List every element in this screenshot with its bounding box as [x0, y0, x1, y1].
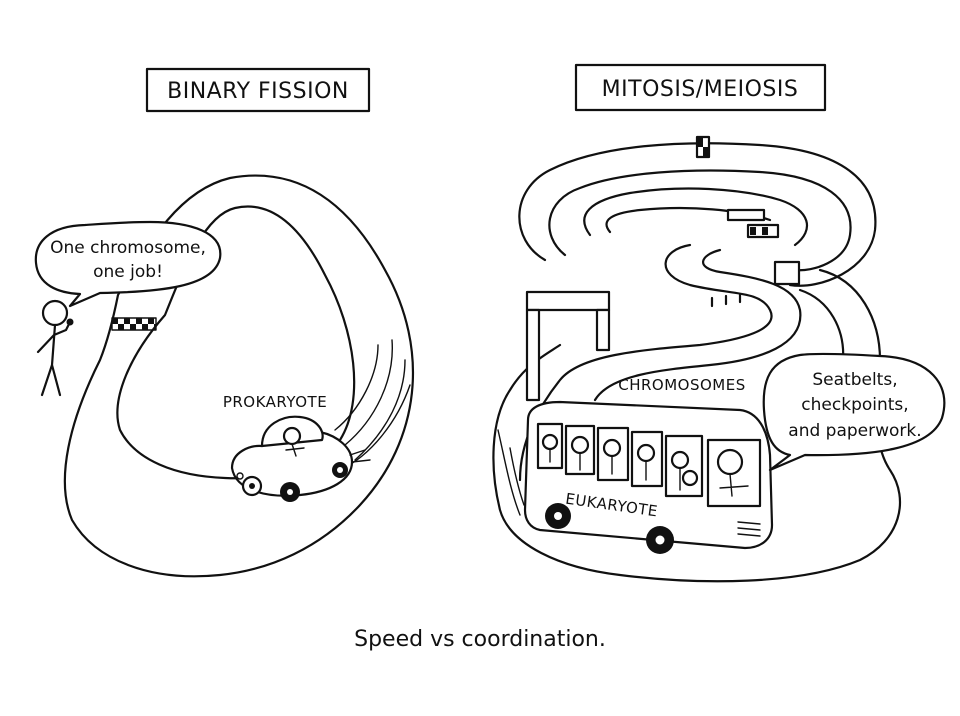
driver-head	[282, 426, 302, 446]
motion-line	[497, 429, 521, 516]
title-box	[145, 67, 371, 113]
driver-body	[285, 443, 305, 457]
track-spiral	[583, 187, 808, 247]
bubble-line-2: checkpoints,	[801, 395, 908, 415]
speed-line	[344, 339, 393, 446]
driver-icon	[716, 448, 744, 476]
bubble-line-2: one job!	[93, 262, 163, 282]
race-car-icon	[230, 415, 371, 502]
passenger-icon	[670, 450, 690, 470]
checkpoint-gate-icon	[746, 223, 780, 239]
chromosomes-label: CHROMOSOMES	[618, 376, 746, 394]
prokaryote-label: PROKARYOTE	[223, 393, 327, 411]
title-label: BINARY FISSION	[167, 79, 349, 104]
track-outer-edge	[63, 174, 415, 578]
bubble-outline	[762, 352, 946, 472]
road-dashes	[710, 292, 742, 308]
winding-road-right	[593, 248, 802, 402]
motion-line	[349, 449, 371, 463]
track-outer-ring	[518, 142, 877, 287]
left-panel: BINARY FISSION	[34, 67, 415, 578]
checkpoint-flag-icon	[695, 135, 711, 159]
microphone-icon	[66, 318, 74, 326]
bubble-line-1: One chromosome,	[50, 238, 206, 258]
checkpoint-booth-icon	[773, 260, 801, 286]
track-outer-ring-inner	[548, 169, 852, 272]
bubble-line-3: and paperwork.	[788, 421, 921, 441]
bus-icon	[497, 400, 774, 554]
passenger-bodies	[549, 448, 749, 497]
checkpoint-arch-icon	[525, 290, 611, 402]
passenger-icon	[541, 433, 559, 451]
arch-post	[525, 308, 541, 402]
title-box	[574, 63, 827, 112]
bus-grille	[737, 521, 761, 537]
speech-bubble-left: One chromosome, one job!	[34, 220, 222, 308]
headlight	[236, 472, 244, 480]
passenger-icon	[681, 469, 699, 487]
right-panel: MITOSIS/MEIOSIS	[492, 63, 946, 583]
passenger-icon	[602, 438, 622, 458]
figure-head	[41, 299, 69, 327]
speed-line	[354, 359, 406, 461]
figure-body	[36, 320, 72, 397]
title-label: MITOSIS/MEIOSIS	[602, 77, 799, 102]
bubble-line-1: Seatbelts,	[812, 370, 897, 390]
complex-racetrack	[492, 135, 902, 583]
passenger-icon	[570, 435, 590, 455]
arch-sign	[525, 290, 611, 312]
caption: Speed vs coordination.	[354, 627, 606, 652]
passenger-icon	[636, 443, 656, 463]
mitosis-meiosis-title: MITOSIS/MEIOSIS	[574, 63, 827, 112]
arch-post	[595, 308, 611, 352]
motion-line	[509, 447, 525, 506]
binary-fission-title: BINARY FISSION	[145, 67, 371, 113]
checkered-start-line	[111, 317, 157, 331]
bubble-outline	[34, 220, 222, 308]
speech-bubble-right: Seatbelts, checkpoints, and paperwork.	[762, 352, 946, 472]
stick-figure-announcer	[36, 299, 74, 397]
speed-line	[334, 344, 379, 431]
checkpoint-barrier-icon	[726, 208, 766, 222]
winding-road-left	[518, 243, 773, 482]
